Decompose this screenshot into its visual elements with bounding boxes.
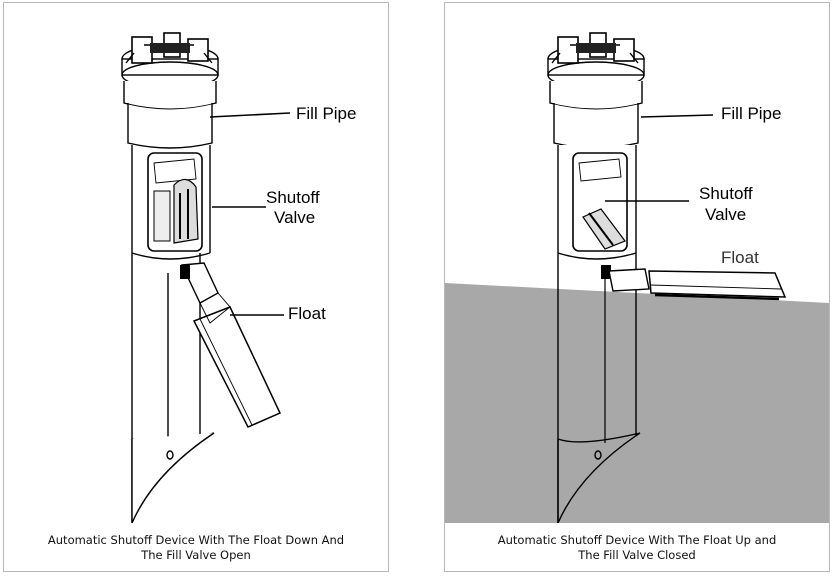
caption: Automatic Shutoff Device With The Float … <box>10 529 382 567</box>
cap-fitting <box>547 32 645 89</box>
shutoff-label-line1: Shutoff <box>266 188 320 207</box>
float-down-illustration: Fill Pipe Shutoff Valve Float <box>121 32 356 523</box>
shutoff-valve-window <box>572 152 628 252</box>
shutoff-valve-window <box>147 152 203 252</box>
caption-line1: Automatic Shutoff Device With The Float … <box>47 533 345 547</box>
caption-line2: The Fill Valve Closed <box>578 548 696 562</box>
fill-pipe-collar <box>123 81 217 149</box>
diagram-panel-float-down: Fill Pipe Shutoff Valve Float Automatic … <box>3 2 389 572</box>
float-label: Float <box>721 248 759 267</box>
float-label: Float <box>288 304 326 323</box>
float-up-illustration: Fill Pipe Shutoff Valve Float <box>445 32 829 523</box>
fill-pipe-leader <box>640 114 714 118</box>
cap-fitting <box>121 32 219 89</box>
fill-pipe-leader <box>209 112 291 118</box>
fill-pipe-label: Fill Pipe <box>296 104 356 123</box>
shutoff-label-line2: Valve <box>705 205 746 224</box>
caption-line1: Automatic Shutoff Device With The Float … <box>497 533 777 547</box>
caption: Automatic Shutoff Device With The Float … <box>451 529 823 567</box>
diagram-panel-float-up: Fill Pipe Shutoff Valve Float Automatic … <box>444 2 830 572</box>
fill-pipe-collar <box>549 81 643 149</box>
float-up <box>601 265 787 301</box>
float-down <box>180 262 282 428</box>
shutoff-label-line1: Shutoff <box>699 184 753 203</box>
shutoff-label-line2: Valve <box>274 208 315 227</box>
drop-tube <box>131 145 215 523</box>
liquid-level <box>445 283 829 523</box>
caption-line2: The Fill Valve Open <box>141 548 251 562</box>
fill-pipe-label: Fill Pipe <box>721 104 781 123</box>
